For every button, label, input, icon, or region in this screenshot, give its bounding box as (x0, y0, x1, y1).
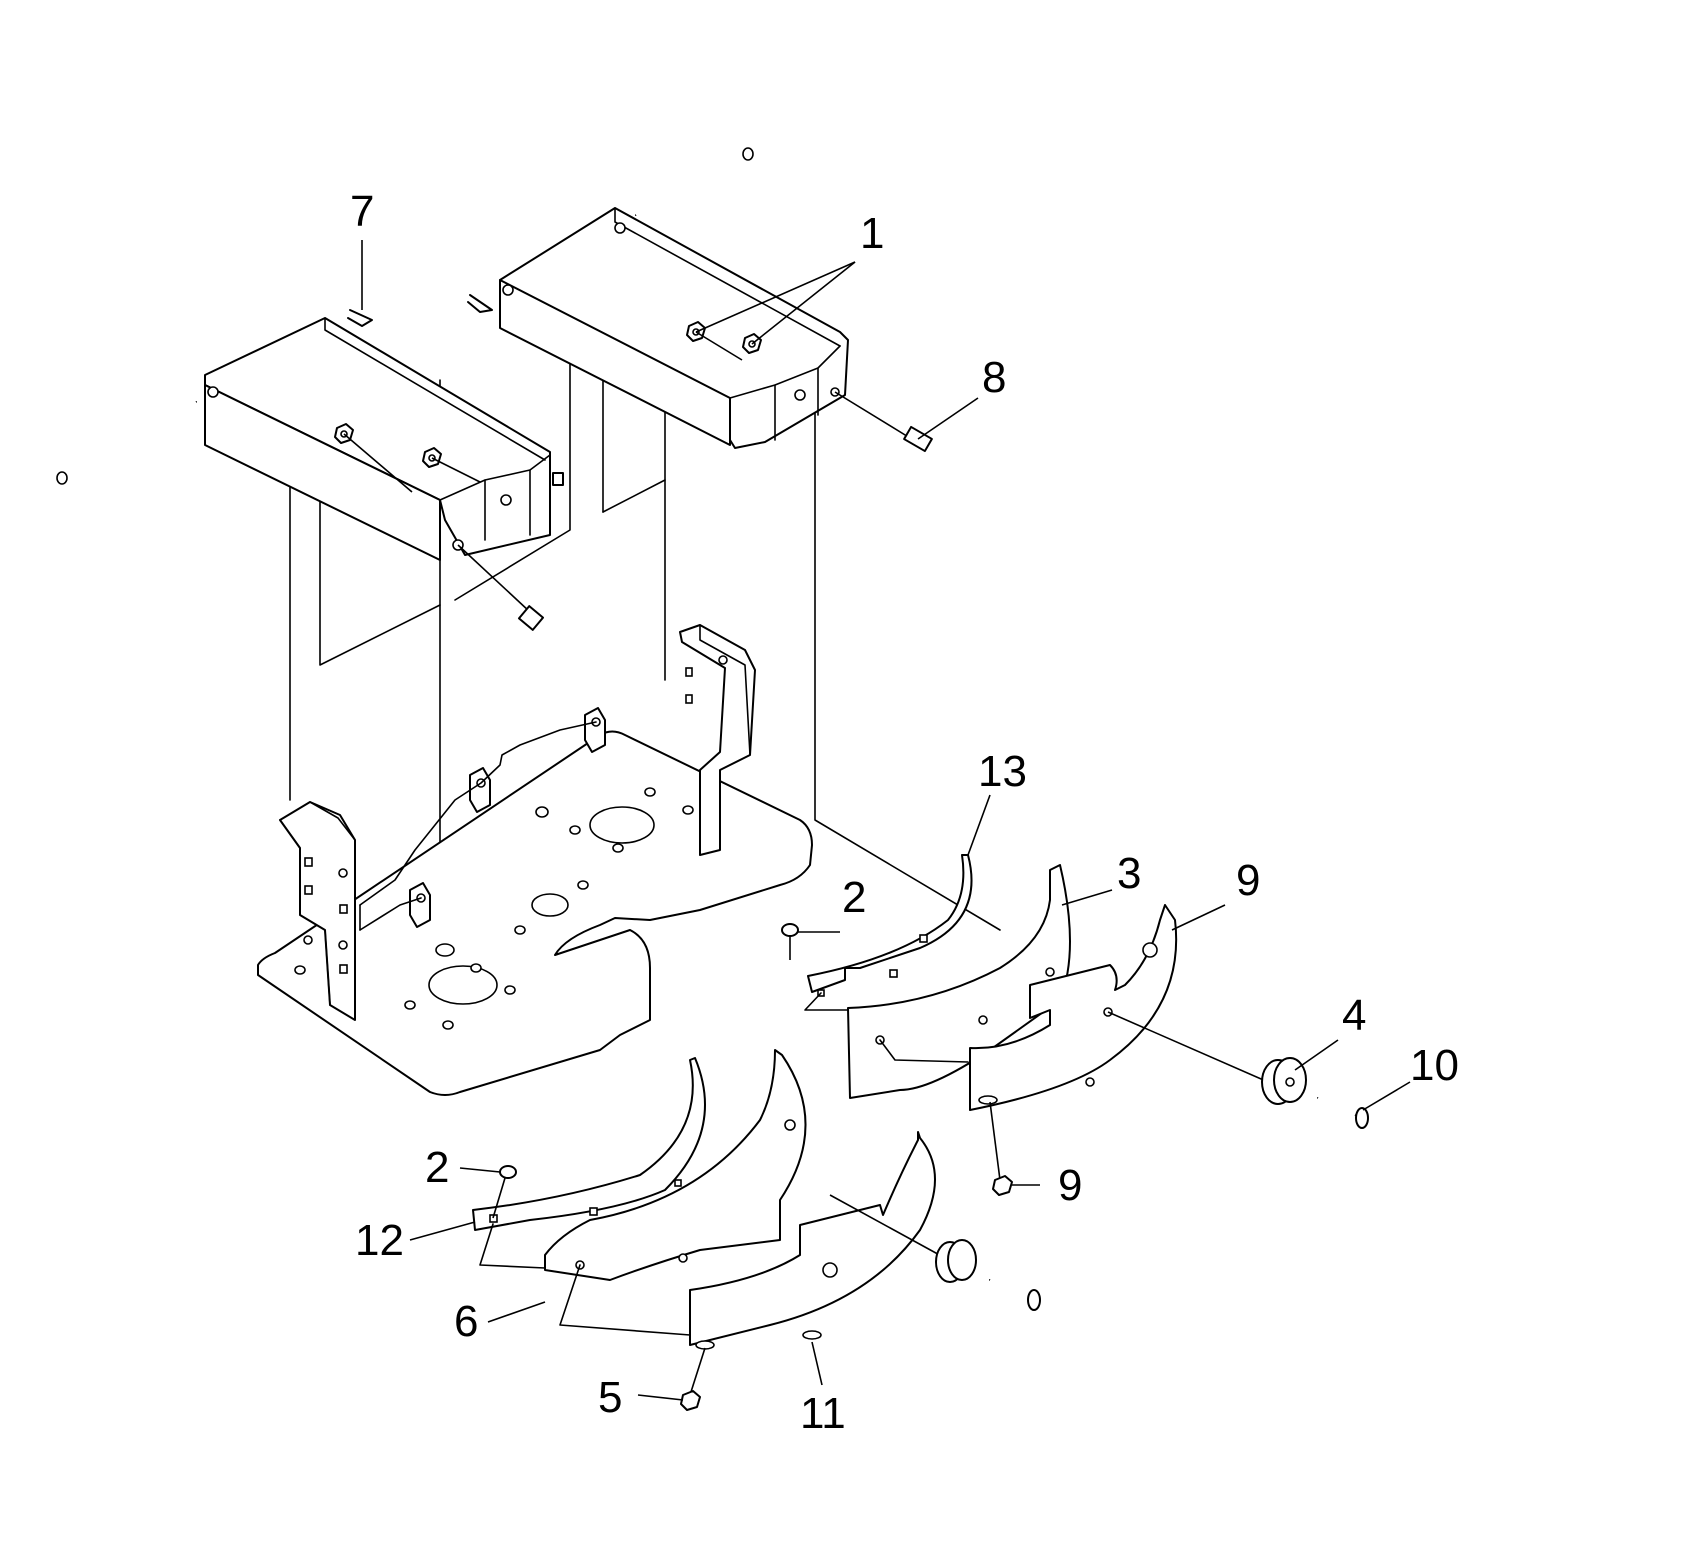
cotter-pin-right (467, 294, 493, 313)
callout-10: 10 (1410, 1041, 1459, 1090)
cotter-pin-7 (347, 309, 373, 327)
bolt-8 (834, 391, 933, 453)
callout-3: 3 (1117, 849, 1141, 898)
callout-9-lower: 9 (1058, 1161, 1082, 1210)
callout-6: 6 (454, 1297, 478, 1346)
guard-6 (544, 1049, 807, 1336)
callout-4: 4 (1342, 991, 1366, 1040)
callout-7: 7 (350, 187, 374, 236)
upper-right-bracket (499, 207, 849, 449)
upper-left-bolt (457, 544, 545, 631)
guard-12 (472, 1057, 706, 1231)
callout-11: 11 (800, 1389, 846, 1438)
right-upright (679, 624, 756, 856)
upper-left-bracket (204, 317, 564, 561)
callout-1: 1 (860, 209, 884, 258)
upper-left-nuts (334, 423, 481, 493)
callout-12: 12 (355, 1216, 404, 1265)
callout-leaders (361, 240, 1411, 1401)
screw-2-upper (781, 923, 799, 960)
callout-9-upper: 9 (1236, 856, 1260, 905)
screw-2-lower (479, 1165, 546, 1269)
base-plate (257, 730, 813, 1096)
lower-bolt (988, 1277, 1041, 1311)
guard-3 (847, 864, 1071, 1099)
callout-2-lower: 2 (425, 1143, 449, 1192)
guard-13 (804, 854, 973, 1011)
lower-grommet (829, 1194, 977, 1283)
guard-11 (680, 1131, 936, 1411)
callout-13: 13 (978, 747, 1027, 796)
left-rod (56, 399, 198, 485)
bolt-10 (1316, 1095, 1369, 1129)
callout-2-upper: 2 (842, 873, 866, 922)
right-rod (634, 147, 754, 218)
grommet-4 (1107, 1011, 1307, 1105)
callout-labels: 1 2 2 3 4 5 6 7 8 9 9 10 11 12 13 (350, 187, 1459, 1438)
guard-9 (969, 904, 1178, 1196)
left-upright (279, 801, 356, 1021)
callout-8: 8 (982, 353, 1006, 402)
mounting-tabs (359, 707, 606, 931)
callout-5: 5 (598, 1373, 622, 1422)
